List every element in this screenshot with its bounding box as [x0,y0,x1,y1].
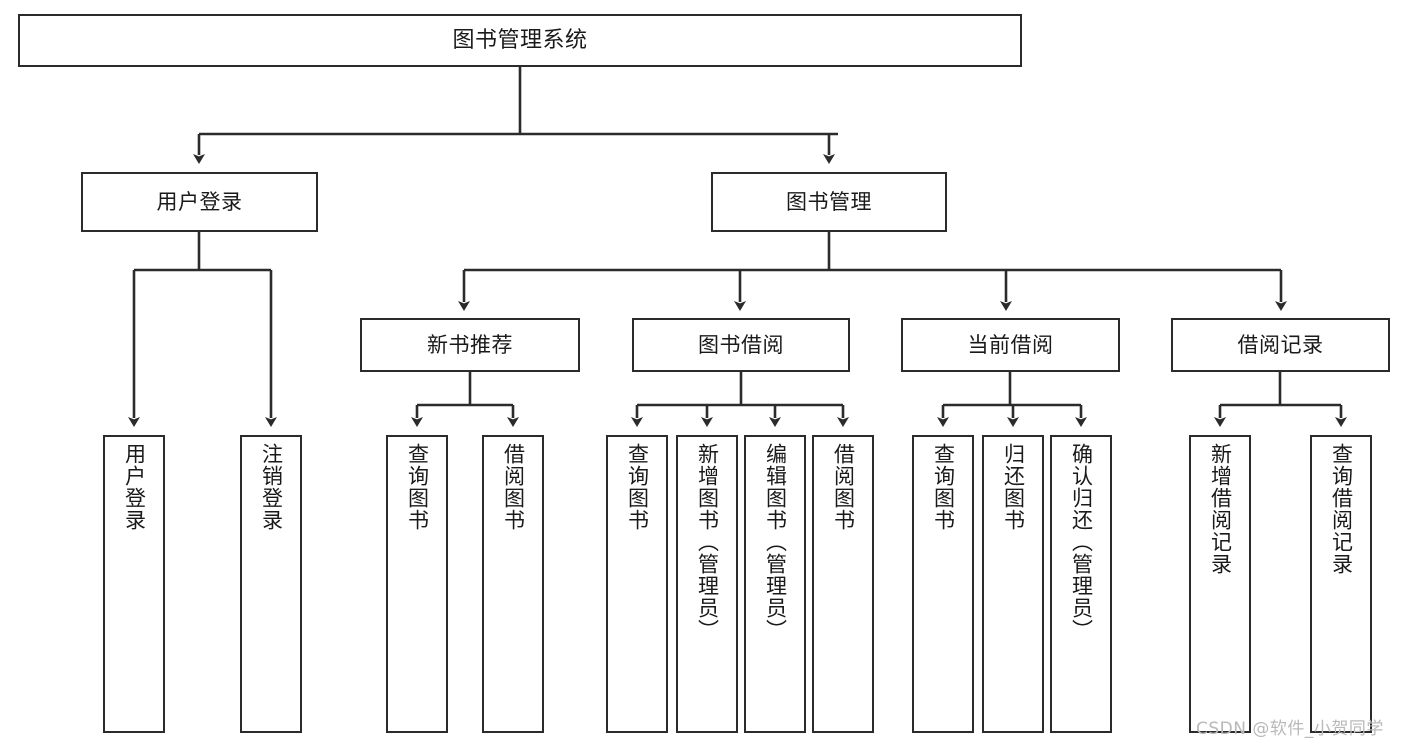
node-book-management[interactable]: 图书管理 [711,172,947,232]
leaf-confirm-return-admin[interactable]: 确认归还（管理员） [1050,435,1112,733]
node-current-borrowing[interactable]: 当前借阅 [901,318,1120,372]
node-label: 用户登录 [122,443,147,531]
node-label: 用户登录 [156,189,243,214]
node-user-login[interactable]: 用户登录 [81,172,318,232]
node-label: 借阅图书 [501,443,526,531]
leaf-borrow-book-bb[interactable]: 借阅图书 [812,435,874,733]
leaf-borrow-book-nbr[interactable]: 借阅图书 [482,435,544,733]
leaf-logout[interactable]: 注销登录 [240,435,302,733]
node-label: 借阅图书 [831,443,856,531]
node-label: 新增借阅记录 [1208,443,1233,575]
node-label: 注销登录 [259,443,284,531]
node-label: 归还图书 [1001,443,1026,531]
node-label: 当前借阅 [967,332,1054,357]
node-book-borrowing[interactable]: 图书借阅 [632,318,850,372]
node-label: 新书推荐 [427,332,513,357]
node-root-system[interactable]: 图书管理系统 [18,14,1022,67]
node-label: 图书借阅 [698,332,784,357]
leaf-edit-book-admin[interactable]: 编辑图书（管理员） [744,435,806,733]
watermark-label: CSDN @软件_小贺同学 [1196,719,1384,739]
leaf-query-book-cb[interactable]: 查询图书 [912,435,974,733]
leaf-user-login[interactable]: 用户登录 [103,435,165,733]
node-label: 图书管理 [786,189,872,214]
node-new-book-recommendation[interactable]: 新书推荐 [360,318,580,372]
node-label: 查询图书 [405,443,430,531]
leaf-add-borrow-record[interactable]: 新增借阅记录 [1189,435,1251,733]
node-label: 编辑图书（管理员） [763,443,788,641]
node-label: 新增图书（管理员） [695,443,720,641]
node-label: 确认归还（管理员） [1069,443,1094,641]
node-label: 查询图书 [931,443,956,531]
leaf-return-book[interactable]: 归还图书 [982,435,1044,733]
node-label: 查询图书 [625,443,650,531]
node-label: 图书管理系统 [452,27,588,53]
node-label: 借阅记录 [1237,332,1324,357]
leaf-query-book-nbr[interactable]: 查询图书 [386,435,448,733]
node-label: 查询借阅记录 [1329,443,1354,575]
leaf-add-book-admin[interactable]: 新增图书（管理员） [676,435,738,733]
leaf-query-book-bb[interactable]: 查询图书 [606,435,668,733]
node-borrowing-record[interactable]: 借阅记录 [1171,318,1390,372]
leaf-query-borrow-record[interactable]: 查询借阅记录 [1310,435,1372,733]
